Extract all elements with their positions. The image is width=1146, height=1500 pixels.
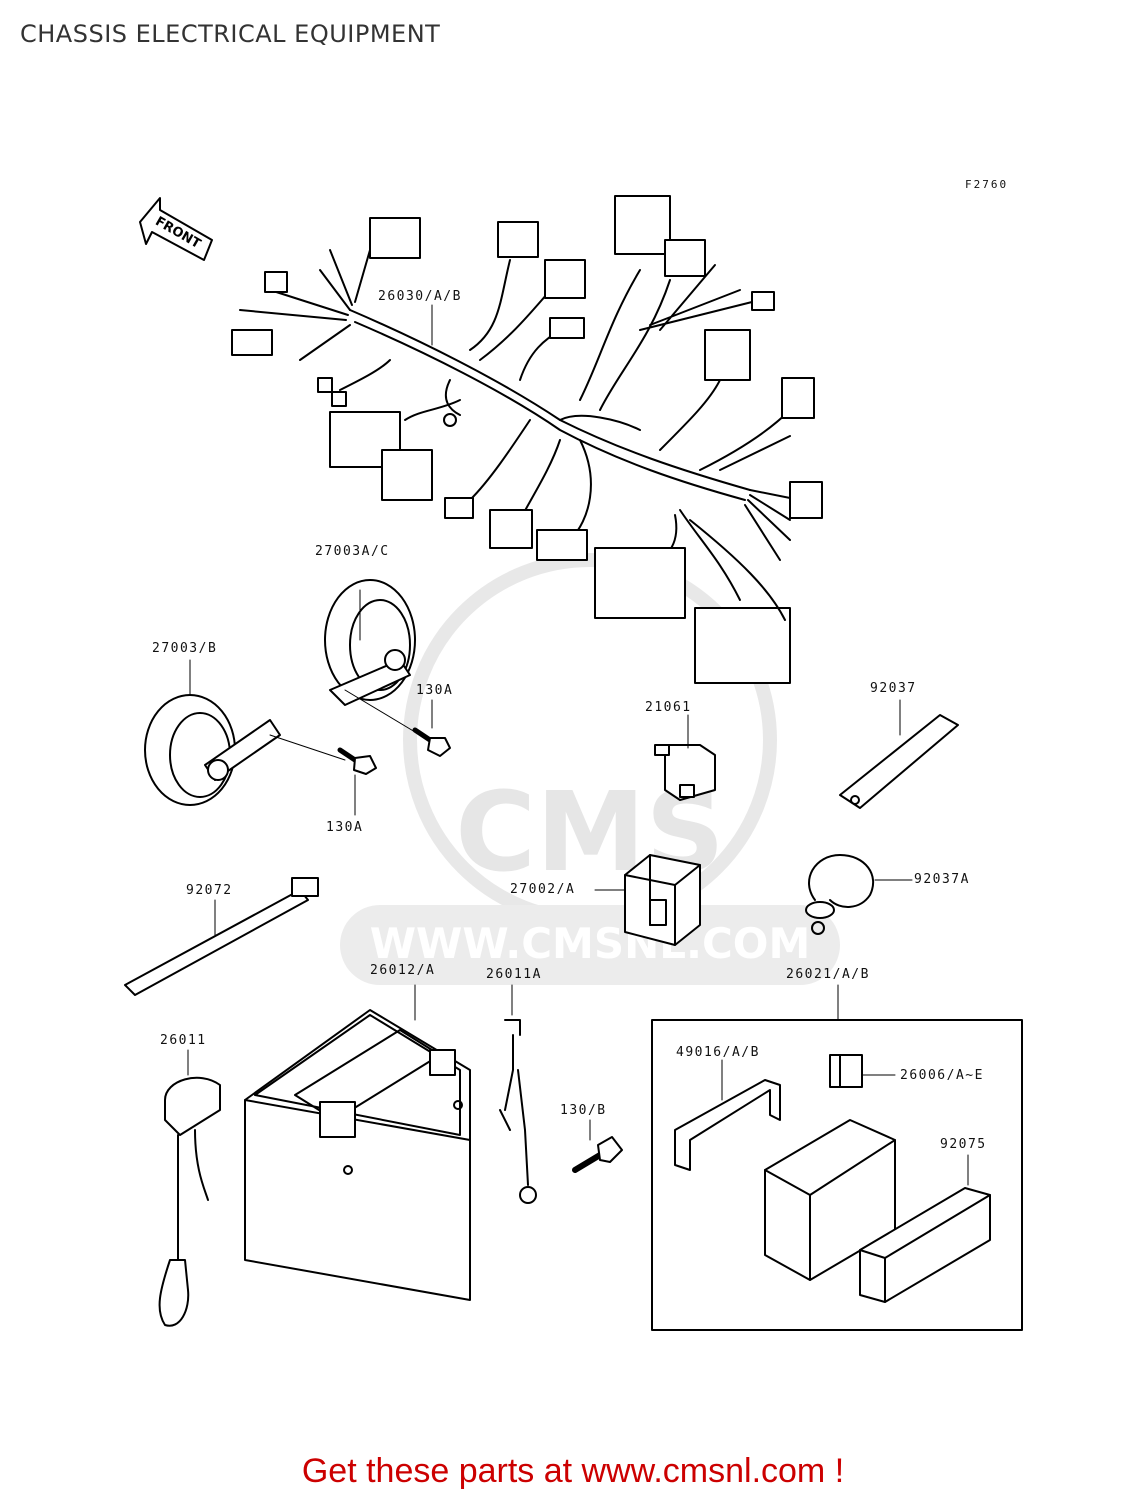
battery-cable-26011a: [499, 1019, 537, 1204]
part-label: 27003/B: [152, 641, 218, 656]
part-label: 26006/A~E: [900, 1068, 984, 1083]
fuse-box-group: [651, 1019, 1023, 1331]
flasher-relay-27002a: [624, 854, 701, 946]
part-label: 92072: [186, 883, 233, 898]
battery-26012a: [244, 1009, 471, 1301]
cable-tie-92072: [124, 877, 319, 996]
part-label: 92037: [870, 681, 917, 696]
bolt-130a-lower: [337, 747, 377, 775]
clamp-92037a: [805, 854, 875, 935]
strap-92037: [839, 714, 959, 809]
bolt-130b: [572, 1136, 623, 1173]
relay-21061: [654, 744, 716, 801]
part-label: 27002/A: [510, 882, 576, 897]
front-arrow-icon: FRONT: [139, 197, 213, 261]
part-label: 26012/A: [370, 963, 436, 978]
main-wiring-harness: [231, 195, 823, 684]
part-label: 26030/A/B: [378, 289, 462, 304]
bolt-130a-upper: [412, 727, 451, 757]
part-label: 26021/A/B: [786, 967, 870, 982]
part-label: 130A: [326, 820, 364, 835]
bracket-49016: [674, 1079, 781, 1171]
part-label: 26011A: [486, 967, 542, 982]
part-label: 21061: [645, 700, 692, 715]
part-label: 130A: [416, 683, 454, 698]
part-label: 92037A: [914, 872, 970, 887]
part-label: 27003A/C: [315, 544, 390, 559]
page-title: CHASSIS ELECTRICAL EQUIPMENT: [20, 20, 441, 48]
part-label: 49016/A/B: [676, 1045, 760, 1060]
footer-link[interactable]: Get these parts at www.cmsnl.com !: [301, 1452, 845, 1490]
cover-92075: [859, 1187, 991, 1303]
part-label: 130/B: [560, 1103, 607, 1118]
horn-upper: [324, 579, 416, 706]
part-label: 92075: [940, 1137, 987, 1152]
figure-code: F2760: [965, 178, 1009, 191]
part-label: 26011: [160, 1033, 207, 1048]
horn-lower: [144, 694, 281, 806]
terminal-cap-26011: [158, 1076, 221, 1327]
fuse-26006: [829, 1054, 863, 1088]
